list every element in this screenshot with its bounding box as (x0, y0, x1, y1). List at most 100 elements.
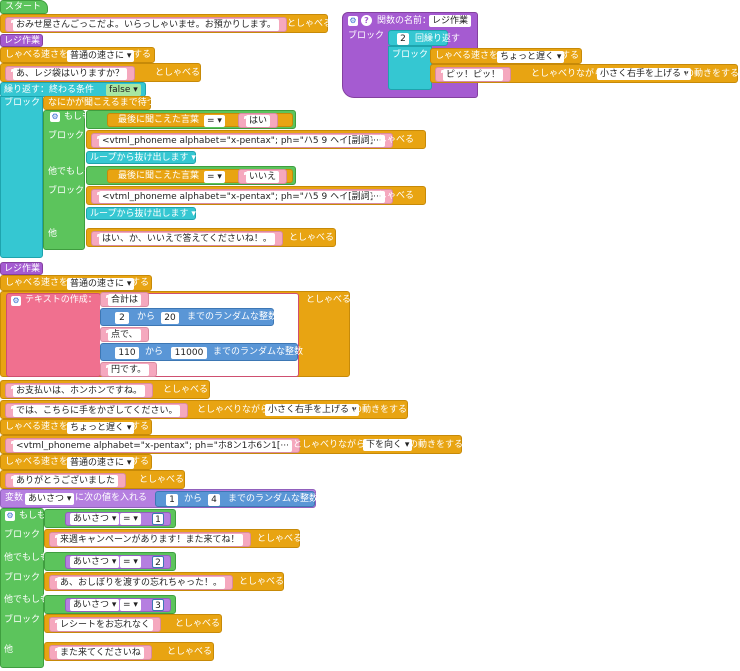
random-to[interactable]: 20 (161, 312, 179, 324)
speed-dropdown[interactable]: ちょっと遅く (497, 51, 565, 63)
speed-dropdown[interactable]: 普通の速さに (67, 278, 135, 290)
beep-text[interactable]: ピッ！ピッ！ (443, 68, 504, 81)
total-text[interactable]: 合計は (108, 293, 142, 306)
points-text[interactable]: 点で、 (108, 328, 141, 341)
compare-block[interactable]: あいさつ = 3 (44, 595, 176, 614)
func-name-field[interactable]: レジ作業 (429, 15, 472, 27)
say-move-block[interactable]: “<vtml_phoneme alphabet="x-pentax"; ph="… (0, 435, 463, 454)
say-block[interactable]: “はい、か、いいえで答えてくださいね！。” としゃべる (86, 228, 336, 247)
break-loop-label[interactable]: ループから抜け出します (90, 153, 196, 164)
say-block[interactable]: “レシートをお忘れなく” としゃべる (44, 614, 222, 633)
thanks-text[interactable]: ありがとうございました (13, 474, 119, 487)
string-block[interactable]: “はい” (238, 113, 279, 128)
var-get-block[interactable]: あいさつ = 2 (65, 555, 171, 569)
answer-text[interactable]: はい、か、いいえで答えてくださいね！。 (99, 232, 275, 245)
help-icon[interactable]: ? (361, 15, 372, 26)
string-block[interactable]: “<vtml_phoneme alphabet="x-pentax"; ph="… (91, 133, 393, 148)
move-dropdown[interactable]: 小さく右手を上げる (265, 404, 360, 416)
compare-value[interactable]: 2 (152, 556, 164, 568)
eq-dropdown[interactable]: = (120, 599, 141, 611)
speed-block[interactable]: しゃべる速さを ちょっと遅く する (0, 419, 152, 435)
random-from[interactable]: 1 (166, 494, 178, 506)
hand-text[interactable]: では、こちらに手をかざしてください。 (13, 404, 181, 417)
var-dropdown[interactable]: あいさつ (70, 556, 120, 568)
say-block[interactable]: “また来てくださいね” としゃべる (44, 642, 214, 661)
var-get-block[interactable]: あいさつ = 1 (65, 512, 171, 526)
random-int-block[interactable]: 2 から 20 までのランダムな整数 (100, 308, 277, 326)
last-heard-block[interactable]: 最後に聞こえた言葉 = “はい” (107, 113, 293, 128)
speed-block[interactable]: しゃべる速さを ちょっと遅く する (430, 48, 582, 64)
move-dropdown[interactable]: 小さく右手を上げる (597, 68, 692, 80)
break-loop-label[interactable]: ループから抜け出します (90, 209, 196, 220)
random-to[interactable]: 11000 (171, 347, 207, 359)
say-move-block[interactable]: “では、こちらに手をかざしてください。” としゃべりながら 小さく右手を上げる … (0, 400, 408, 419)
condition-block[interactable]: 最後に聞こえた言葉 = “いいえ” (86, 166, 296, 185)
say-block[interactable]: “来週キャンペーンがあります！また来てね！” としゃべる (44, 529, 302, 548)
repeat-until-block[interactable]: 繰り返す：終わる条件 false (0, 82, 146, 97)
eq-dropdown[interactable]: = (204, 115, 225, 127)
string-block[interactable]: “来週キャンペーンがあります！また来てね！” (49, 532, 251, 547)
move-dropdown[interactable]: 下を向く (363, 439, 413, 451)
var-dropdown[interactable]: あいさつ (70, 513, 120, 525)
last-heard-block[interactable]: 最後に聞こえた言葉 = “いいえ” (107, 169, 293, 184)
say-block[interactable]: “おみせ屋さんごっこだよ。いらっしゃいませ。お預かりします。” としゃべる (0, 14, 332, 33)
start-block[interactable]: スタート (0, 0, 48, 14)
var-dropdown[interactable]: あいさつ (25, 493, 75, 505)
say-block[interactable]: “<vtml_phoneme alphabet="x-pentax"; ph="… (86, 130, 426, 149)
bag-text[interactable]: あ、レジ袋はいりますか？ (13, 67, 128, 80)
gear-icon[interactable]: ⚙ (348, 16, 358, 26)
compare-value[interactable]: 3 (152, 599, 164, 611)
string-block[interactable]: “<vtml_phoneme alphabet="x-pentax"; ph="… (91, 189, 393, 204)
random-from[interactable]: 2 (115, 312, 129, 324)
receipt-text[interactable]: レシートをお忘れなく (57, 618, 154, 631)
var-dropdown[interactable]: あいさつ (70, 599, 120, 611)
string-block[interactable]: “おみせ屋さんごっこだよ。いらっしゃいませ。お預かりします。” (5, 17, 287, 32)
string-block[interactable]: “ピッ！ピッ！” (435, 67, 512, 82)
if-block[interactable] (0, 508, 44, 668)
string-block[interactable]: “レシートをお忘れなく” (49, 617, 162, 632)
gear-icon[interactable]: ⚙ (50, 112, 60, 122)
phoneme2-text[interactable]: <vtml_phoneme alphabet="x-pentax"; ph="ホ… (13, 439, 292, 452)
string-block[interactable]: “はい、か、いいえで答えてくださいね！。” (91, 231, 283, 246)
string-block[interactable]: “合計は” (100, 292, 150, 307)
come-again-text[interactable]: また来てくださいね (57, 646, 144, 659)
campaign-text[interactable]: 来週キャンペーンがあります！また来てね！ (57, 533, 243, 546)
string-block[interactable]: “あ、おしぼりを渡すの忘れちゃった！。” (49, 575, 234, 590)
string-block[interactable]: “円です。” (100, 362, 158, 377)
speed-block[interactable]: しゃべる速さを 普通の速さに する (0, 275, 152, 291)
eq-dropdown[interactable]: = (120, 556, 141, 568)
speed-dropdown[interactable]: 普通の速さに (67, 457, 135, 469)
compare-block[interactable]: あいさつ = 1 (44, 509, 176, 528)
speed-block[interactable]: しゃべる速さを 普通の速さに する (0, 454, 152, 470)
string-block[interactable]: “お支払いは、ホンホンですね。” (5, 383, 154, 398)
eq-dropdown[interactable]: = (120, 513, 141, 525)
text-create-block[interactable]: ⚙ テキストの作成： (6, 293, 101, 377)
gear-icon[interactable]: ⚙ (5, 511, 15, 521)
phoneme-text[interactable]: <vtml_phoneme alphabet="x-pentax"; ph="ハ… (99, 190, 385, 203)
false-dropdown[interactable]: false (106, 84, 141, 96)
random-from[interactable]: 110 (115, 347, 139, 359)
say-block[interactable]: “あ、レジ袋はいりますか？” としゃべる (0, 63, 201, 82)
string-block[interactable]: “あ、レジ袋はいりますか？” (5, 66, 136, 81)
oshibori-text[interactable]: あ、おしぼりを渡すの忘れちゃった！。 (57, 576, 226, 589)
no-text[interactable]: いいえ (246, 170, 280, 183)
yes-text[interactable]: はい (246, 114, 271, 127)
phoneme-text[interactable]: <vtml_phoneme alphabet="x-pentax"; ph="ハ… (99, 134, 385, 147)
string-block[interactable]: “また来てくださいね” (49, 645, 152, 660)
payment-text[interactable]: お支払いは、ホンホンですね。 (13, 384, 146, 397)
speed-block[interactable]: しゃべる速さを 普通の速さに する (0, 47, 155, 63)
repeat-times-block[interactable]: 2 回繰り返す (388, 30, 460, 46)
break-loop-block[interactable]: ループから抜け出します (86, 207, 196, 220)
repeat-count[interactable]: 2 (397, 33, 409, 45)
speed-dropdown[interactable]: 普通の速さに (67, 50, 135, 62)
string-block[interactable]: “いいえ” (238, 169, 288, 184)
function-call-block[interactable]: レジ作業 (0, 262, 43, 275)
greet-text[interactable]: おみせ屋さんごっこだよ。いらっしゃいませ。お預かりします。 (13, 18, 279, 31)
say-move-block[interactable]: “ピッ！ピッ！” としゃべりながら 小さく右手を上げる の動きをする (430, 64, 739, 83)
if-block[interactable] (43, 110, 85, 250)
condition-block[interactable]: 最後に聞こえた言葉 = “はい” (86, 110, 296, 129)
string-block[interactable]: “ありがとうございました” (5, 473, 127, 488)
say-block[interactable]: “お支払いは、ホンホンですね。” としゃべる (0, 380, 210, 399)
compare-value[interactable]: 1 (152, 513, 164, 525)
function-call-block[interactable]: レジ作業 (0, 34, 43, 47)
